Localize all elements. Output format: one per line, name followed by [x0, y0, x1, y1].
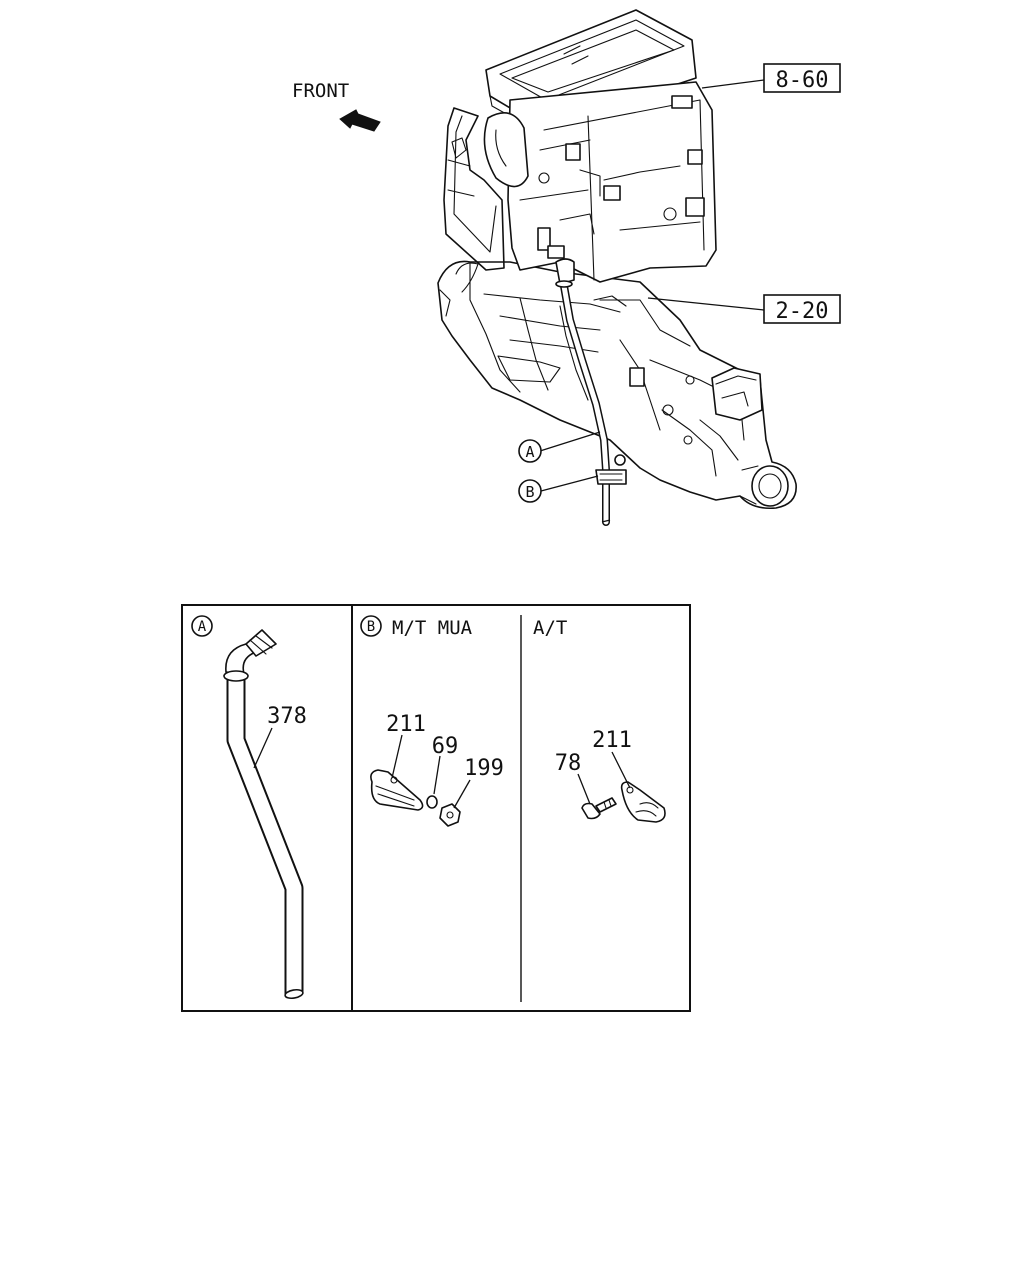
ref-8-60[interactable]: 8-60 [701, 63, 841, 93]
mt-nut-199[interactable] [439, 803, 461, 827]
mt-clip-211[interactable] [370, 769, 424, 811]
part-211-mt-label: 211 [386, 712, 426, 737]
part-378-label: 378 [267, 704, 307, 729]
at-clip-211[interactable] [620, 781, 666, 823]
front-arrow-icon [339, 109, 381, 132]
heater-unit-assembly [443, 9, 717, 283]
at-bolt-78[interactable] [581, 797, 617, 820]
at-section-label: A/T [533, 617, 567, 639]
gauge-pipe-on-assembly [555, 258, 627, 526]
mt-section-label: M/T MUA [392, 617, 473, 639]
ref-2-20[interactable]: 2-20 [647, 294, 841, 324]
panel-a-badge: A [198, 619, 207, 635]
front-indicator: FRONT [292, 80, 381, 132]
oil-level-gauge-pipe[interactable] [223, 629, 304, 1000]
detail-frame [181, 604, 691, 1012]
panel-a: A 378 [191, 615, 307, 1000]
part-69-label: 69 [432, 734, 459, 759]
callout-b: B [518, 475, 599, 503]
part-199-label: 199 [464, 756, 504, 781]
callout-a-label: A [525, 443, 534, 461]
panel-b-badge: B [367, 619, 375, 635]
front-label: FRONT [292, 80, 349, 102]
callout-a: A [518, 431, 601, 463]
mt-washer-69[interactable] [426, 795, 438, 809]
panel-b: B M/T MUA A/T 211 69 199 78 [360, 615, 666, 827]
ref-2-20-label: 2-20 [776, 299, 829, 324]
part-211-at-label: 211 [592, 728, 632, 753]
ref-8-60-label: 8-60 [776, 68, 829, 93]
callout-b-label: B [525, 483, 534, 501]
part-78-label: 78 [555, 751, 582, 776]
transmission-assembly [437, 260, 797, 510]
